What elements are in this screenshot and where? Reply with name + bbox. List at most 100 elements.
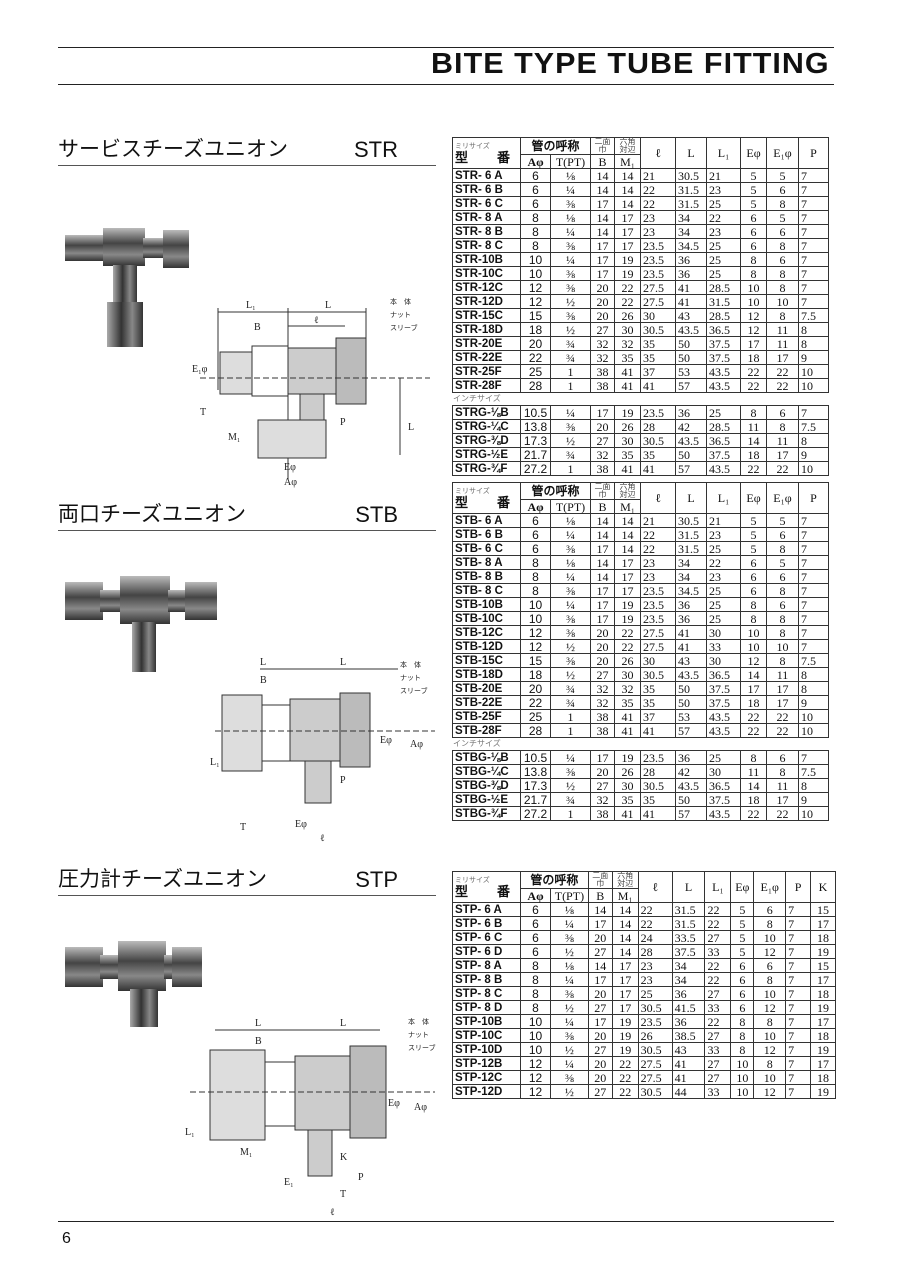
cell: 6	[740, 210, 768, 225]
type-no-label: 型 番	[455, 494, 519, 510]
dim-label: L	[408, 422, 414, 433]
cell: ⅜	[550, 238, 592, 253]
cell: 7	[798, 611, 830, 626]
cell: ¼	[549, 1056, 589, 1071]
model-number: STP-12B	[451, 1056, 522, 1071]
cell: 12	[520, 1070, 551, 1085]
cell: 10	[520, 1014, 551, 1029]
cell: 30	[614, 433, 641, 448]
cell: 17	[590, 541, 616, 556]
cell: 17	[590, 405, 615, 420]
cell: 23	[637, 972, 673, 987]
cell: 10	[753, 930, 787, 945]
cell: ½	[550, 433, 591, 448]
cell: 5	[766, 210, 800, 225]
cell: 14	[740, 433, 767, 448]
cell: 32	[590, 792, 615, 807]
cell: ¾	[550, 792, 591, 807]
cell: 22	[520, 350, 552, 365]
cell: 10	[798, 378, 830, 393]
cell: 27	[587, 1000, 613, 1015]
cell: 17	[614, 210, 642, 225]
cell: 28.5	[706, 419, 741, 434]
cell: 5	[740, 527, 768, 542]
cell: 14	[611, 902, 639, 917]
cell: 30	[614, 322, 642, 337]
cell: 53	[675, 364, 708, 379]
cell: 25	[706, 196, 742, 211]
cell: 10	[740, 294, 768, 309]
cell: 10	[520, 252, 552, 267]
cell: 7	[785, 972, 811, 987]
cell: 19	[809, 1084, 837, 1099]
cell: 7	[798, 639, 830, 654]
cell: 8	[520, 583, 552, 598]
cell: ½	[549, 944, 589, 959]
cell: 7	[785, 1028, 811, 1043]
cell: 17	[766, 792, 799, 807]
cell: 17	[611, 1000, 639, 1015]
m1-header: M₁	[614, 499, 642, 514]
column-header: ℓ	[637, 871, 673, 903]
dim-label: L	[325, 300, 331, 311]
cell: 7	[798, 294, 830, 309]
cell: ⅛	[549, 958, 589, 973]
cell: 43	[675, 653, 708, 668]
type-header: ミリサイズ型 番	[451, 871, 522, 903]
model-number: STRG-½E	[452, 447, 521, 462]
cell: 18	[740, 350, 768, 365]
dim-label: P	[340, 775, 346, 786]
part-label-sleeve: スリーブ	[400, 686, 428, 695]
cell: 6	[730, 1000, 755, 1015]
cell: 34	[675, 555, 708, 570]
cell: 6	[520, 944, 551, 959]
cell: 11	[766, 322, 800, 337]
part-label-nut: ナット	[408, 1031, 429, 1039]
a-phi-header: Aφ	[520, 499, 552, 514]
cell: 27	[587, 944, 613, 959]
cell: 35	[640, 447, 676, 462]
model-number: STB-15C	[451, 653, 522, 668]
cell: 7	[798, 541, 830, 556]
part-label-body: 本 体	[400, 660, 421, 669]
cell: 17	[614, 224, 642, 239]
column-header: Eφ	[730, 871, 755, 903]
cell: 28	[640, 419, 676, 434]
cell: 20	[590, 280, 616, 295]
cell: 30	[706, 653, 742, 668]
cell: 18	[740, 695, 768, 710]
cell: 27.2	[520, 806, 551, 821]
cell: 8	[753, 972, 787, 987]
cell: 14	[590, 555, 616, 570]
cell: 7	[785, 1070, 811, 1085]
cell: 7	[785, 1014, 811, 1029]
cell: 17	[614, 238, 642, 253]
model-number: STP- 8 C	[451, 986, 522, 1001]
cell: ¾	[550, 350, 592, 365]
cell: 7	[785, 944, 811, 959]
cell: 30	[640, 308, 677, 323]
cell: ½	[550, 778, 591, 793]
cell: 14	[590, 513, 616, 528]
cell: 12	[740, 322, 768, 337]
column-header: L₁	[704, 871, 732, 903]
cell: 26	[614, 764, 641, 779]
cell: 6	[730, 958, 755, 973]
cell: 41	[671, 1056, 706, 1071]
cell: 17	[611, 958, 639, 973]
cell: 22	[614, 280, 642, 295]
cell: 28	[520, 723, 552, 738]
cell: 1	[550, 461, 591, 476]
cell: 17	[590, 583, 616, 598]
cell: 41	[640, 723, 677, 738]
cell: 6	[520, 541, 552, 556]
cell: ⅜	[550, 541, 592, 556]
cell: ¼	[550, 405, 591, 420]
model-number: STP-10D	[451, 1042, 522, 1057]
